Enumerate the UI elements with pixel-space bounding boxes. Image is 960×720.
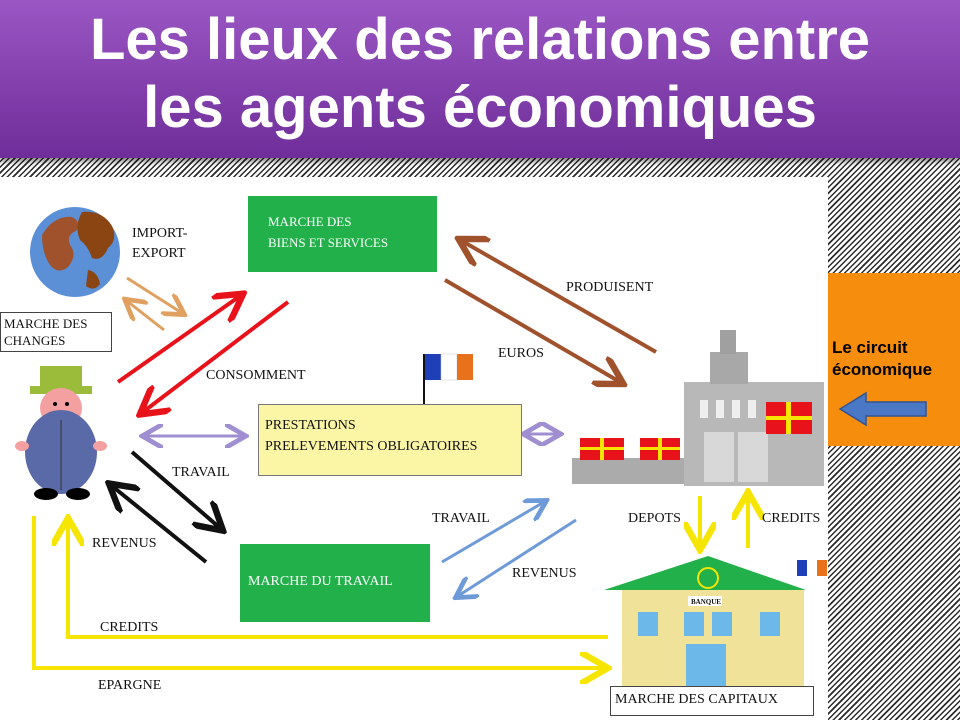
box-marche-biens-label: MARCHE DES BIENS ET SERVICES	[268, 211, 388, 253]
box-marche-changes-label: MARCHE DES CHANGES	[4, 315, 87, 349]
circuit-label-box: Le circuit économique	[828, 273, 960, 446]
diagram-graphics	[15, 207, 827, 686]
box-marche-travail: MARCHE DU TRAVAIL	[240, 544, 430, 622]
label-travail-right: TRAVAIL	[432, 511, 490, 526]
label-import: IMPORT-	[132, 226, 188, 241]
box-marche-biens-line-2: BIENS ET SERVICES	[268, 235, 389, 250]
bank-icon	[604, 556, 806, 686]
box-marche-changes-line-2: CHANGES	[4, 333, 66, 348]
label-revenus-right: REVENUS	[512, 566, 577, 581]
box-prestations-line-1: PRESTATIONS	[265, 418, 356, 433]
box-marche-capitaux-label: MARCHE DES CAPITAUX	[615, 692, 779, 707]
box-prestations-line-2: PRELEVEMENTS OBLIGATOIRES	[265, 439, 478, 454]
circuit-label-line-2: économique	[832, 360, 933, 379]
box-prestations-label: PRESTATIONS PRELEVEMENTS OBLIGATOIRES	[265, 415, 477, 457]
label-euros: EUROS	[498, 346, 544, 361]
factory-icon	[572, 330, 824, 486]
box-marche-travail-label: MARCHE DU TRAVAIL	[248, 574, 393, 589]
left-arrow-icon	[838, 391, 927, 427]
label-consomment: CONSOMMENT	[206, 368, 306, 383]
gift-icon	[580, 438, 624, 460]
box-prestations: PRESTATIONS PRELEVEMENTS OBLIGATOIRES	[258, 404, 522, 476]
box-marche-biens: MARCHE DES BIENS ET SERVICES	[248, 196, 437, 272]
label-travail-left: TRAVAIL	[172, 465, 230, 480]
bank-sign-label: BANQUE	[691, 598, 721, 606]
box-marche-capitaux: MARCHE DES CAPITAUX	[610, 686, 814, 716]
label-credits-bottom: CREDITS	[100, 620, 159, 635]
box-marche-changes: MARCHE DES CHANGES	[0, 312, 112, 352]
globe-icon	[30, 207, 120, 297]
french-flag-icon	[423, 353, 473, 404]
box-marche-changes-line-1: MARCHE DES	[4, 316, 88, 331]
title-line-2: les agents économiques	[143, 75, 817, 140]
gift-icon	[640, 438, 680, 460]
label-credits-right: CREDITS	[762, 511, 821, 526]
page-title: Les lieux des relations entre les agents…	[0, 0, 960, 142]
circuit-label: Le circuit économique	[832, 337, 932, 381]
french-flag-icon	[797, 560, 827, 576]
title-banner: Les lieux des relations entre les agents…	[0, 0, 960, 158]
label-produisent: PRODUISENT	[566, 280, 654, 295]
gift-icon	[766, 402, 812, 434]
circuit-label-line-1: Le circuit	[832, 338, 908, 357]
title-line-1: Les lieux des relations entre	[89, 7, 871, 72]
label-export: EXPORT	[132, 246, 186, 261]
label-epargne: EPARGNE	[98, 678, 162, 693]
label-depots: DEPOTS	[628, 511, 681, 526]
person-icon	[15, 366, 107, 500]
label-revenus-left: REVENUS	[92, 536, 157, 551]
box-marche-biens-line-1: MARCHE DES	[268, 214, 352, 229]
